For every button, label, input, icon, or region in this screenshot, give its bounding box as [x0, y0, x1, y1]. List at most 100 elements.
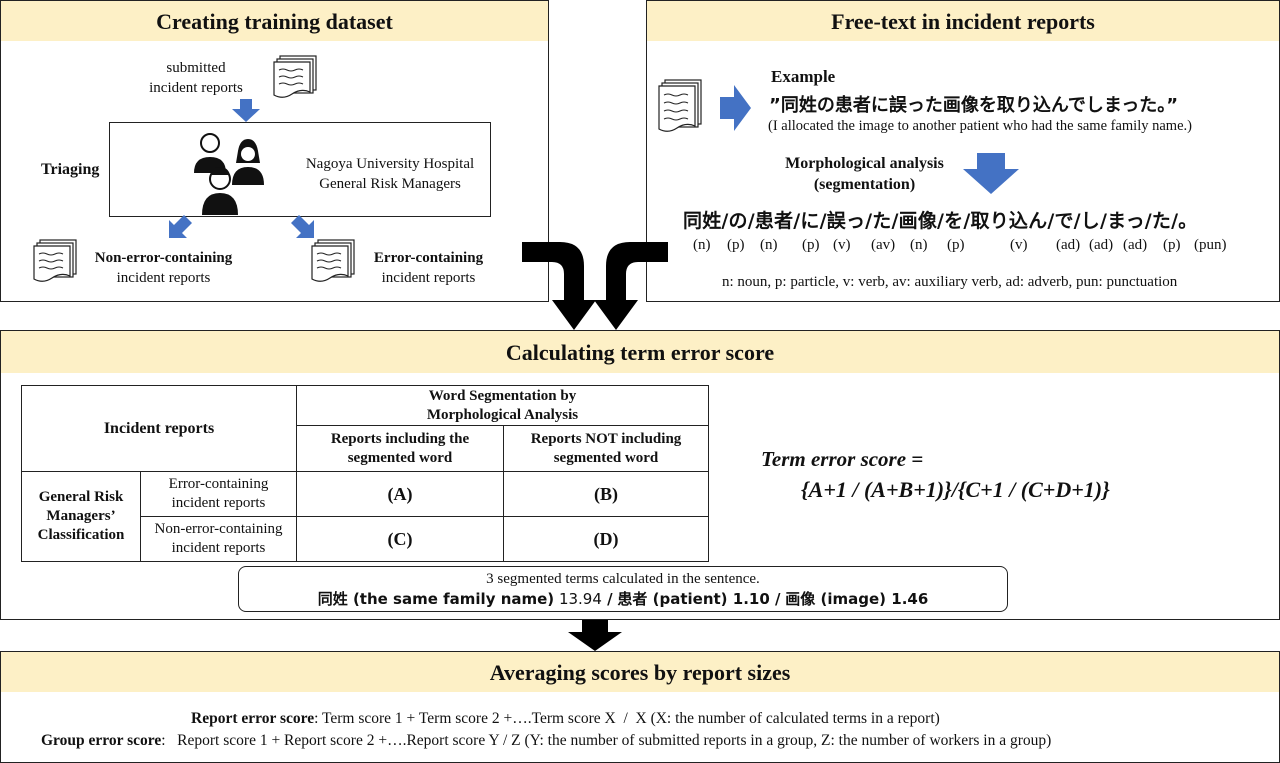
error-line-1: Error-containing — [373, 250, 484, 266]
non-error-reports-label: Non-error-containing incident reports — [81, 248, 246, 288]
panel-2-title: Free-text in incident reports — [647, 1, 1279, 41]
term-3: 画像 (image) 1.46 — [785, 590, 928, 608]
down-left-arrow-icon — [169, 215, 192, 238]
pos-tag: (ad) — [1056, 237, 1081, 253]
pos-tag: (p) — [802, 237, 820, 253]
grm-line-2: Managers’ — [46, 508, 116, 524]
term-score-list: 同姓 (the same family name) 13.94 / 患者 (pa… — [239, 589, 1007, 609]
row-error-header: Error-containing incident reports — [140, 471, 297, 517]
error-line-2: incident reports — [381, 270, 476, 286]
cell-c: (C) — [296, 516, 504, 562]
down-right-arrow-icon — [291, 215, 314, 238]
panel-free-text: Free-text in incident reports Example ”同… — [646, 0, 1280, 302]
term-3-en: (image) — [820, 590, 887, 608]
pos-legend: n: noun, p: particle, v: verb, av: auxil… — [722, 274, 1178, 290]
word-segmentation-header: Word Segmentation by Morphological Analy… — [296, 385, 709, 426]
term-1-en: (the same family name) — [352, 590, 555, 608]
pos-tag-row: (n) (p) (n) (p) (v) (av) (n) (p) (v) (ad) (ad) (ad)… — [647, 237, 1280, 257]
col-not-line-2: segmented word — [553, 449, 659, 466]
down-arrow-icon — [232, 99, 260, 122]
col-incl-line-2: segmented word — [347, 449, 453, 466]
pos-tag: (n) — [693, 237, 711, 253]
pos-tag: (p) — [947, 237, 965, 253]
term-2-sep: / — [769, 590, 781, 608]
right-arrow-icon — [720, 85, 751, 131]
morphological-analysis-label: Morphological analysis (segmentation) — [762, 153, 967, 195]
hospital-line-1: Nagoya University Hospital — [305, 156, 475, 172]
report-error-score-text: : Term score 1 + Term score 2 +….Term sc… — [314, 710, 940, 727]
term-3-score: 1.46 — [891, 590, 929, 608]
down-arrow-icon — [963, 153, 1019, 194]
pos-tag: (n) — [760, 237, 778, 253]
panel-1-title: Creating training dataset — [1, 1, 548, 41]
morph-line-1: Morphological analysis — [785, 155, 944, 172]
pos-tag: (p) — [727, 237, 745, 253]
pos-tag: (ad) — [1123, 237, 1148, 253]
document-stack-icon — [33, 239, 77, 282]
word-seg-line-2: Morphological Analysis — [426, 406, 579, 423]
incident-reports-text: Incident reports — [103, 420, 215, 437]
non-error-line-1: Non-error-containing — [94, 250, 233, 266]
group-error-score-text: : Report score 1 + Report score 2 +….Rep… — [161, 732, 1052, 749]
grm-line-3: Classification — [37, 527, 125, 543]
col-incl-line-1: Reports including the — [330, 430, 470, 447]
report-error-score-label: Report error score — [191, 710, 315, 727]
panel-creating-training-dataset: Creating training dataset submitted inci… — [0, 0, 549, 302]
group-error-score-label: Group error score — [41, 732, 162, 749]
word-seg-line-1: Word Segmentation by — [428, 387, 577, 404]
cell-d: (D) — [503, 516, 709, 562]
pos-tag: (v) — [1010, 237, 1028, 253]
grm-line-1: General Risk — [38, 489, 124, 505]
segmented-sentence: 同姓/の/患者/に/誤っ/た/画像/を/取り込ん/で/し/まっ/た/。 — [683, 210, 1198, 232]
down-arrow-icon — [568, 620, 622, 651]
term-2-score: 1.10 — [732, 590, 770, 608]
classification-table: Incident reports Word Segmentation by Mo… — [21, 385, 709, 562]
pos-tag: (p) — [1163, 237, 1181, 253]
pos-tag: (av) — [871, 237, 896, 253]
example-japanese-sentence: ”同姓の患者に誤った画像を取り込んでしまった。” — [769, 95, 1179, 116]
term-2: 患者 (patient) 1.10 / — [617, 590, 780, 608]
hospital-line-2: General Risk Managers — [319, 176, 461, 192]
cell-b: (B) — [503, 471, 709, 517]
example-english-translation: (I allocated the image to another patien… — [768, 118, 1192, 134]
panel-term-error-score: Calculating term error score Incident re… — [0, 330, 1280, 620]
non-error-line-2: incident reports — [116, 270, 211, 286]
merge-arrows-icon — [522, 242, 668, 330]
term-1-score: 13.94 — [558, 590, 602, 608]
document-stack-icon — [273, 55, 317, 98]
col-not-line-1: Reports NOT including — [530, 430, 682, 447]
submitted-line-1: submitted — [166, 60, 226, 76]
segmented-terms-summary: 3 segmented terms calculated in the sent… — [486, 571, 760, 587]
row-non-error-header: Non-error-containing incident reports — [140, 516, 297, 562]
pos-tag: (v) — [833, 237, 851, 253]
term-3-jp: 画像 — [785, 590, 816, 608]
person-icon — [194, 133, 264, 215]
triaging-label: Triaging — [41, 161, 100, 178]
hospital-label: Nagoya University Hospital General Risk … — [295, 154, 485, 194]
formula-expression: {A+1 / (A+B+1)}/{C+1 / (C+D+1)} — [801, 477, 1110, 502]
pos-tag: (pun) — [1194, 237, 1227, 253]
term-2-en: (patient) — [652, 590, 728, 608]
term-1-sep: / — [601, 590, 613, 608]
grm-classification-header: General Risk Managers’ Classification — [21, 471, 141, 562]
example-label: Example — [771, 67, 836, 86]
group-error-score-line: Group error score: Report score 1 + Repo… — [41, 732, 1051, 750]
document-stack-icon — [311, 239, 355, 282]
document-stack-icon — [658, 79, 702, 132]
pos-tag: (n) — [910, 237, 928, 253]
term-2-jp: 患者 — [617, 590, 648, 608]
report-error-score-line: Report error score: Term score 1 + Term … — [191, 710, 940, 728]
col-including-header: Reports including the segmented word — [296, 425, 504, 472]
formula-label: Term error score = — [761, 447, 923, 472]
col-not-including-header: Reports NOT including segmented word — [503, 425, 709, 472]
pos-tag: (ad) — [1089, 237, 1114, 253]
panel-4-title: Averaging scores by report sizes — [1, 652, 1279, 692]
panel-3-title: Calculating term error score — [1, 331, 1279, 373]
formula-label-text: Term error score = — [761, 447, 924, 471]
row-error-line-2: incident reports — [171, 495, 266, 511]
row-non-error-line-1: Non-error-containing — [154, 521, 283, 537]
error-reports-label: Error-containing incident reports — [361, 248, 496, 288]
risk-manager-box: Nagoya University Hospital General Risk … — [109, 122, 491, 217]
row-error-line-1: Error-containing — [168, 476, 269, 492]
row-non-error-line-2: incident reports — [171, 540, 266, 556]
